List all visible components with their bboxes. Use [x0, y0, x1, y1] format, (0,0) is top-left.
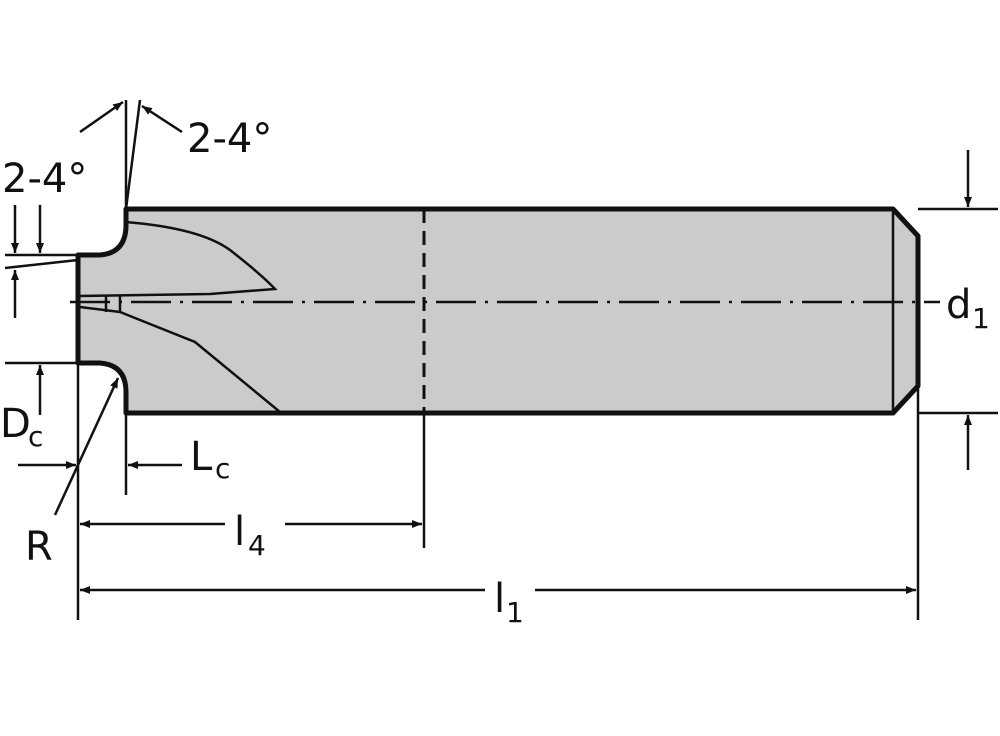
l1-label: l 1	[494, 576, 524, 629]
lc-label: L c	[190, 434, 230, 485]
flute-lines	[79, 220, 281, 413]
tool-body	[75, 206, 921, 416]
svg-text:L: L	[190, 434, 213, 480]
d1-label: d 1	[946, 282, 990, 335]
dc-label: D c	[0, 401, 43, 453]
svg-text:c: c	[28, 420, 43, 453]
svg-text:1: 1	[972, 302, 990, 335]
svg-text:1: 1	[506, 596, 524, 629]
angle-left-label: 2-4°	[2, 156, 87, 202]
svg-text:l: l	[494, 576, 505, 622]
svg-text:d: d	[946, 282, 971, 328]
dimension-lines	[11, 100, 972, 594]
l4-label: l 4	[234, 509, 266, 562]
svg-text:4: 4	[248, 529, 266, 562]
svg-text:c: c	[215, 452, 230, 485]
svg-text:l: l	[234, 509, 245, 555]
angle-top-label: 2-4°	[187, 116, 272, 162]
extension-lines	[4, 99, 998, 620]
r-label: R	[25, 524, 53, 570]
svg-text:D: D	[0, 401, 31, 447]
